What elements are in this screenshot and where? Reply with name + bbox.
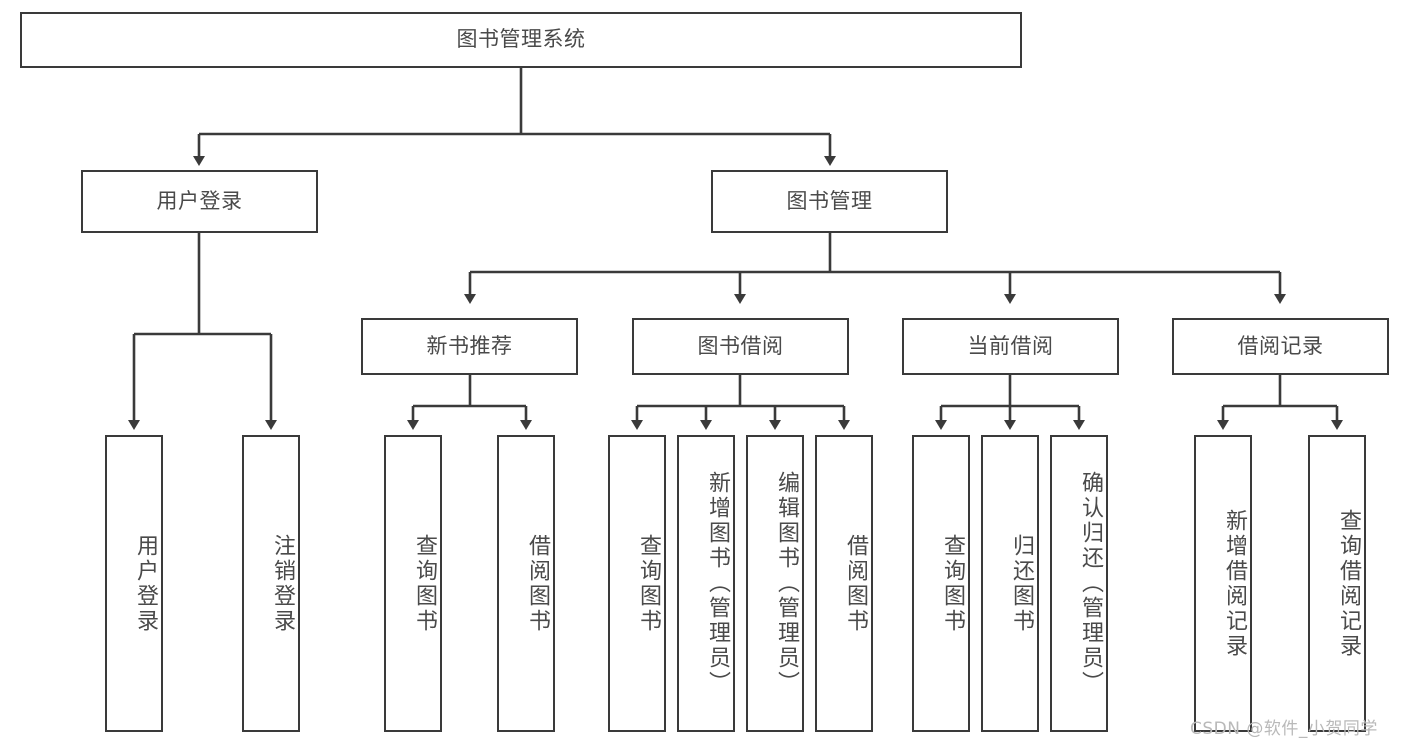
leaf-query-books-borrow[interactable]: 查询图书 <box>608 435 666 732</box>
leaf-query-borrow-record[interactable]: 查询借阅记录 <box>1308 435 1366 732</box>
leaf-edit-book-admin[interactable]: 编辑图书（管理员） <box>746 435 804 732</box>
node-label: 借阅记录 <box>1237 333 1324 358</box>
node-label: 图书管理系统 <box>456 27 586 52</box>
node-label: 注销登录 <box>270 533 295 634</box>
node-label: 新增图书（管理员） <box>705 471 730 696</box>
node-label: 查询图书 <box>636 533 661 634</box>
node-label: 借阅图书 <box>525 533 550 634</box>
node-borrow-records[interactable]: 借阅记录 <box>1172 318 1389 375</box>
node-user-login[interactable]: 用户登录 <box>81 170 318 233</box>
node-label: 编辑图书（管理员） <box>774 471 799 696</box>
node-current-borrow[interactable]: 当前借阅 <box>902 318 1119 375</box>
leaf-add-book-admin[interactable]: 新增图书（管理员） <box>677 435 735 732</box>
node-label: 确认归还（管理员） <box>1078 471 1103 696</box>
node-label: 新书推荐 <box>426 333 513 358</box>
node-root-book-management-system[interactable]: 图书管理系统 <box>20 12 1022 68</box>
node-label: 图书管理 <box>786 188 873 213</box>
node-label: 用户登录 <box>156 188 243 213</box>
node-label: 查询图书 <box>940 533 965 634</box>
leaf-borrow-books-recommend[interactable]: 借阅图书 <box>497 435 555 732</box>
leaf-query-books-recommend[interactable]: 查询图书 <box>384 435 442 732</box>
node-label: 归还图书 <box>1009 533 1034 634</box>
leaf-confirm-return-admin[interactable]: 确认归还（管理员） <box>1050 435 1108 732</box>
node-label: 查询借阅记录 <box>1336 508 1361 659</box>
node-label: 图书借阅 <box>697 333 784 358</box>
node-label: 当前借阅 <box>967 333 1054 358</box>
node-label: 新增借阅记录 <box>1222 508 1247 659</box>
leaf-query-books-current[interactable]: 查询图书 <box>912 435 970 732</box>
leaf-logout[interactable]: 注销登录 <box>242 435 300 732</box>
node-new-book-recommend[interactable]: 新书推荐 <box>361 318 578 375</box>
watermark-csdn: CSDN @软件_小贺同学 <box>1190 719 1378 739</box>
node-book-borrow[interactable]: 图书借阅 <box>632 318 849 375</box>
leaf-return-books[interactable]: 归还图书 <box>981 435 1039 732</box>
leaf-borrow-books[interactable]: 借阅图书 <box>815 435 873 732</box>
node-book-management[interactable]: 图书管理 <box>711 170 948 233</box>
node-label: 用户登录 <box>133 533 158 634</box>
node-label: 查询图书 <box>412 533 437 634</box>
node-label: 借阅图书 <box>843 533 868 634</box>
leaf-user-login[interactable]: 用户登录 <box>105 435 163 732</box>
leaf-add-borrow-record[interactable]: 新增借阅记录 <box>1194 435 1252 732</box>
